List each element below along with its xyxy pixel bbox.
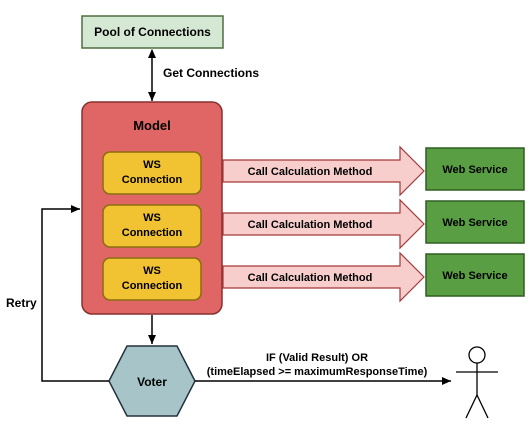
ws-connection-label-line2: Connection xyxy=(122,227,183,239)
ws-connection-label-line1: WS xyxy=(143,159,161,171)
voter-hexagon: Voter xyxy=(108,345,196,417)
call-arrow-label: Call Calculation Method xyxy=(248,219,373,231)
ws-connection-1: WS Connection xyxy=(102,151,202,195)
condition-label-line1: IF (Valid Result) OR xyxy=(266,352,368,364)
stick-figure-icon xyxy=(456,346,498,419)
web-service-label: Web Service xyxy=(442,164,507,176)
call-arrow-3: Call Calculation Method xyxy=(222,251,425,303)
web-service-3: Web Service xyxy=(425,253,525,297)
call-arrow-label: Call Calculation Method xyxy=(248,272,373,284)
voter-label: Voter xyxy=(137,375,167,389)
pool-of-connections-box: Pool of Connections xyxy=(81,15,224,49)
ws-connection-label-line2: Connection xyxy=(122,280,183,292)
ws-connection-label-line1: WS xyxy=(143,212,161,224)
condition-label-line2: (timeElapsed >= maximumResponseTime) xyxy=(207,366,428,378)
call-arrow-1: Call Calculation Method xyxy=(222,145,425,197)
ws-connection-label-line2: Connection xyxy=(122,174,183,186)
call-arrow-label: Call Calculation Method xyxy=(248,166,373,178)
ws-connection-label-line1: WS xyxy=(143,265,161,277)
retry-arrow xyxy=(41,205,109,382)
web-service-label: Web Service xyxy=(442,270,507,282)
model-label: Model xyxy=(133,118,171,133)
ws-connection-3: WS Connection xyxy=(102,257,202,301)
web-service-label: Web Service xyxy=(442,217,507,229)
get-connections-label: Get Connections xyxy=(163,66,259,80)
retry-label: Retry xyxy=(6,296,37,310)
web-service-2: Web Service xyxy=(425,200,525,244)
pool-label: Pool of Connections xyxy=(94,25,211,39)
ws-connection-2: WS Connection xyxy=(102,204,202,248)
call-arrow-2: Call Calculation Method xyxy=(222,198,425,250)
web-service-1: Web Service xyxy=(425,147,525,191)
